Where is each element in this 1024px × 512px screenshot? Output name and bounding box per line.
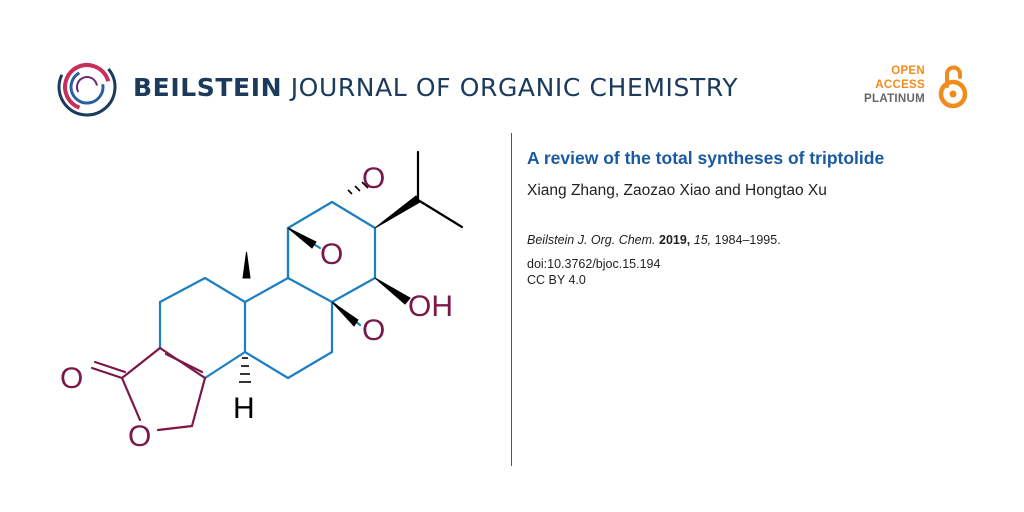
- article-license[interactable]: CC BY 4.0: [527, 273, 586, 287]
- journal-name: BEILSTEIN JOURNAL OF ORGANIC CHEMISTRY: [133, 73, 738, 102]
- article-title[interactable]: A review of the total syntheses of tript…: [527, 148, 885, 168]
- vertical-divider: [511, 133, 512, 466]
- article-authors: Xiang Zhang, Zaozao Xiao and Hongtao Xu: [527, 182, 827, 199]
- label-o-lactone: O: [128, 420, 151, 453]
- citation-journal: Beilstein J. Org. Chem.: [527, 233, 656, 247]
- citation-volume: 15,: [693, 233, 712, 247]
- lactone-bonds: [90, 346, 207, 432]
- citation-pages: 1984–1995.: [714, 233, 781, 247]
- label-oh: OH: [408, 290, 453, 323]
- open-access-line2: ACCESS: [875, 79, 925, 91]
- label-o-epoxide-mid: O: [320, 238, 343, 271]
- triptolide-structure: O O OH O O O H: [60, 150, 464, 453]
- hash-bonds: [239, 181, 369, 383]
- label-o-epoxide-low: O: [362, 314, 385, 347]
- isopropyl-bonds: [416, 150, 464, 229]
- label-h: H: [233, 392, 255, 425]
- article-info: A review of the total syntheses of tript…: [527, 146, 1007, 288]
- open-access-badge: OPEN ACCESS PLATINUM: [858, 64, 978, 114]
- page-header: BEILSTEIN JOURNAL OF ORGANIC CHEMISTRY O…: [0, 0, 1024, 120]
- label-o-carbonyl: O: [60, 362, 83, 395]
- open-access-line1: OPEN: [891, 65, 925, 77]
- open-lock-icon: [938, 65, 968, 108]
- open-access-line3: PLATINUM: [864, 93, 925, 105]
- stereo-wedges: [242, 195, 421, 327]
- beilstein-ring-logo-icon: [57, 57, 117, 117]
- citation-year: 2019,: [659, 233, 691, 247]
- label-o-epoxide-top: O: [362, 162, 385, 195]
- atom-labels: O O OH O O O H: [60, 162, 453, 453]
- ring-bonds: [158, 200, 377, 380]
- journal-name-rest: JOURNAL OF ORGANIC CHEMISTRY: [290, 73, 739, 102]
- article-citation: Beilstein J. Org. Chem. 2019, 15, 1984–1…: [527, 232, 1007, 248]
- article-doi[interactable]: doi:10.3762/bjoc.15.194: [527, 257, 661, 271]
- open-access-text: OPEN ACCESS PLATINUM: [864, 64, 925, 106]
- journal-name-bold: BEILSTEIN: [133, 73, 283, 102]
